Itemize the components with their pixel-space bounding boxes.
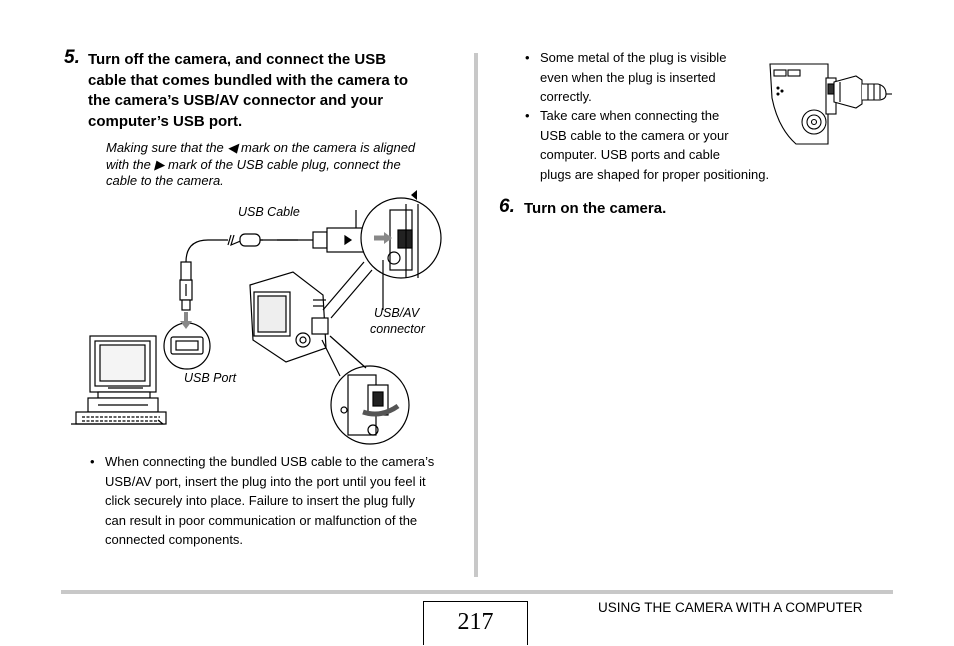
camera-icon [249,271,329,363]
column-divider [474,53,478,577]
step-5-number: 5. [64,47,80,68]
step-5-title-line: computer’s USB port. [88,112,243,130]
bullet-glyph: • [90,454,95,469]
bullet-line: USB cable to the camera or your [540,127,729,143]
instruction-line: cable to the camera. [106,173,224,188]
step-6-title: Turn on the camera. [524,200,667,217]
plug-inserted-illustration [769,63,892,145]
bullet-glyph: • [525,50,530,65]
usb-cable-label: USB Cable [238,205,300,219]
section-title: USING THE CAMERA WITH A COMPUTER [598,600,863,615]
bullet-line: Take care when connecting the [540,108,720,123]
bullet-line: computer. USB ports and cable [540,147,720,162]
step-6-number: 6. [499,196,515,217]
instruction-line: Making sure that the ◀ mark on the camer… [106,140,416,155]
bullet-line: USB/AV port, insert the plug into the po… [105,473,426,489]
computer-icon [71,335,167,425]
right-bullet-2: • Take care when connecting the USB cabl… [523,106,803,184]
bullet-line: correctly. [540,89,592,104]
bullet-line: plugs are shaped for proper positioning. [540,166,770,182]
usb-connection-illustration [71,190,442,445]
page-number: 217 [423,601,528,645]
usb-port-callout [163,312,211,370]
step-5-title-line: Turn off the camera, and connect the USB [88,51,387,68]
footer-rule [61,590,893,594]
bullet-glyph: • [525,108,530,123]
usb-av-connector-label: USB/AV connector [370,306,425,337]
step-5-bullet: • When connecting the bundled USB cable … [88,452,468,550]
step-5-title-line: the camera’s USB/AV connector and your [88,92,384,109]
usb-av-label-line: USB/AV [374,306,420,320]
connector-zoom-bottom [330,365,410,445]
bullet-line: connected components. [105,532,244,547]
bullet-line: When connecting the bundled USB cable to… [105,454,435,469]
usb-av-label-line: connector [370,321,425,336]
bullet-line: can result in poor communication or malf… [105,512,418,528]
step-5-title-line: cable that comes bundled with the camera… [88,71,409,89]
usb-port-label: USB Port [184,371,237,385]
step-5-title: Turn off the camera, and connect the USB… [88,50,408,132]
usb-plug-computer [179,239,218,311]
bullet-line: Some metal of the plug is visible [540,50,727,65]
step-5-instruction: Making sure that the ◀ mark on the camer… [106,140,415,190]
bullet-line: click securely into place. Failure to in… [105,493,415,508]
bullet-line: even when the plug is inserted [540,69,716,85]
connector-zoom-top [360,190,442,279]
right-bullet-1: • Some metal of the plug is visible even… [523,48,763,107]
instruction-line: with the ▶ mark of the USB cable plug, c… [106,156,401,172]
